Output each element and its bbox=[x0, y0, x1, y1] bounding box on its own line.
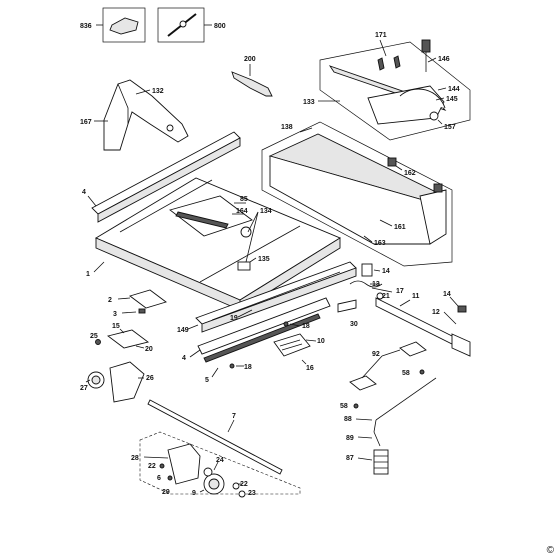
miter-knob bbox=[421, 39, 431, 53]
label-6: 6 bbox=[157, 475, 161, 482]
part-2-bracket bbox=[129, 289, 167, 309]
label-92: 92 bbox=[372, 351, 380, 358]
label-17: 17 bbox=[396, 288, 404, 295]
label-29: 29 bbox=[162, 489, 170, 496]
label-30: 30 bbox=[350, 321, 358, 328]
label-16: 16 bbox=[306, 365, 314, 372]
rip-fence-group-outline bbox=[261, 121, 453, 267]
miter-arc bbox=[399, 88, 446, 109]
part-30-plate bbox=[337, 299, 357, 313]
label-22-right: 22 bbox=[240, 481, 248, 488]
part-15-plate bbox=[106, 329, 150, 349]
label-11: 11 bbox=[412, 293, 420, 300]
label-161: 161 bbox=[394, 224, 406, 231]
part-92-clip-upper bbox=[399, 341, 427, 357]
label-14-upper: 14 bbox=[382, 268, 390, 275]
bottom-group-outline bbox=[139, 431, 301, 495]
label-22-left: 22 bbox=[148, 463, 156, 470]
label-20: 20 bbox=[145, 346, 153, 353]
label-132: 132 bbox=[152, 88, 164, 95]
part-10-handle bbox=[273, 333, 311, 357]
blade-guard bbox=[103, 79, 189, 151]
label-24: 24 bbox=[216, 457, 224, 464]
label-2: 2 bbox=[108, 297, 112, 304]
label-58-right: 58 bbox=[402, 370, 410, 377]
part-88-rod bbox=[375, 377, 437, 421]
part-14-knob bbox=[457, 305, 467, 313]
throat-plate bbox=[169, 195, 253, 237]
label-133: 133 bbox=[303, 99, 315, 106]
label-144: 144 bbox=[448, 86, 460, 93]
rip-fence-body bbox=[269, 155, 431, 245]
label-4-lower: 4 bbox=[182, 355, 186, 362]
label-21: 21 bbox=[382, 293, 390, 300]
front-rail-lower bbox=[197, 297, 331, 355]
label-5: 5 bbox=[205, 377, 209, 384]
label-200: 200 bbox=[244, 56, 256, 63]
label-15: 15 bbox=[112, 323, 120, 330]
label-3: 3 bbox=[113, 311, 117, 318]
part-28-bracket bbox=[167, 443, 201, 485]
label-135: 135 bbox=[258, 256, 270, 263]
label-23: 23 bbox=[248, 490, 256, 497]
label-19: 19 bbox=[230, 315, 238, 322]
label-27: 27 bbox=[80, 385, 88, 392]
part-12-bracket bbox=[451, 333, 471, 357]
label-157: 157 bbox=[444, 124, 456, 131]
part-92-clip-lower bbox=[349, 375, 377, 391]
label-9: 9 bbox=[192, 490, 196, 497]
miter-gauge-group-outline bbox=[319, 41, 471, 141]
label-146: 146 bbox=[438, 56, 450, 63]
label-4-upper: 4 bbox=[82, 189, 86, 196]
label-800: 800 bbox=[214, 23, 226, 30]
label-145: 145 bbox=[446, 96, 458, 103]
part-7-shaft bbox=[147, 399, 283, 475]
part-200-shape bbox=[231, 71, 273, 97]
label-89: 89 bbox=[346, 435, 354, 442]
label-162: 162 bbox=[404, 170, 416, 177]
part-14-cap bbox=[361, 263, 373, 277]
part-162-knob bbox=[387, 157, 397, 167]
part-11-lever bbox=[375, 297, 461, 349]
label-12: 12 bbox=[432, 309, 440, 316]
label-7: 7 bbox=[232, 413, 236, 420]
label-134: 134 bbox=[260, 208, 272, 215]
label-138: 138 bbox=[281, 124, 293, 131]
label-164: 164 bbox=[236, 208, 248, 215]
label-87: 87 bbox=[346, 455, 354, 462]
part-3-screw bbox=[138, 308, 146, 314]
part-26-block bbox=[109, 361, 145, 403]
label-25: 25 bbox=[90, 333, 98, 340]
copyright-mark: © bbox=[546, 545, 554, 556]
label-171: 171 bbox=[375, 32, 387, 39]
label-26: 26 bbox=[146, 375, 154, 382]
part-171-screws bbox=[377, 55, 401, 71]
part-13-spring bbox=[349, 280, 383, 288]
label-28: 28 bbox=[131, 455, 139, 462]
label-1: 1 bbox=[86, 271, 90, 278]
label-88: 88 bbox=[344, 416, 352, 423]
label-58-left: 58 bbox=[340, 403, 348, 410]
label-167: 167 bbox=[80, 119, 92, 126]
part-836-shape bbox=[109, 17, 139, 35]
label-18-upper: 18 bbox=[302, 323, 310, 330]
label-18-lower: 18 bbox=[244, 364, 252, 371]
label-10: 10 bbox=[317, 338, 325, 345]
label-836: 836 bbox=[80, 23, 92, 30]
label-13: 13 bbox=[372, 281, 380, 288]
label-14-lower: 14 bbox=[443, 291, 451, 298]
label-163: 163 bbox=[374, 240, 386, 247]
part-135-insert bbox=[237, 261, 251, 271]
label-149: 149 bbox=[177, 327, 189, 334]
label-85: 85 bbox=[240, 196, 248, 203]
